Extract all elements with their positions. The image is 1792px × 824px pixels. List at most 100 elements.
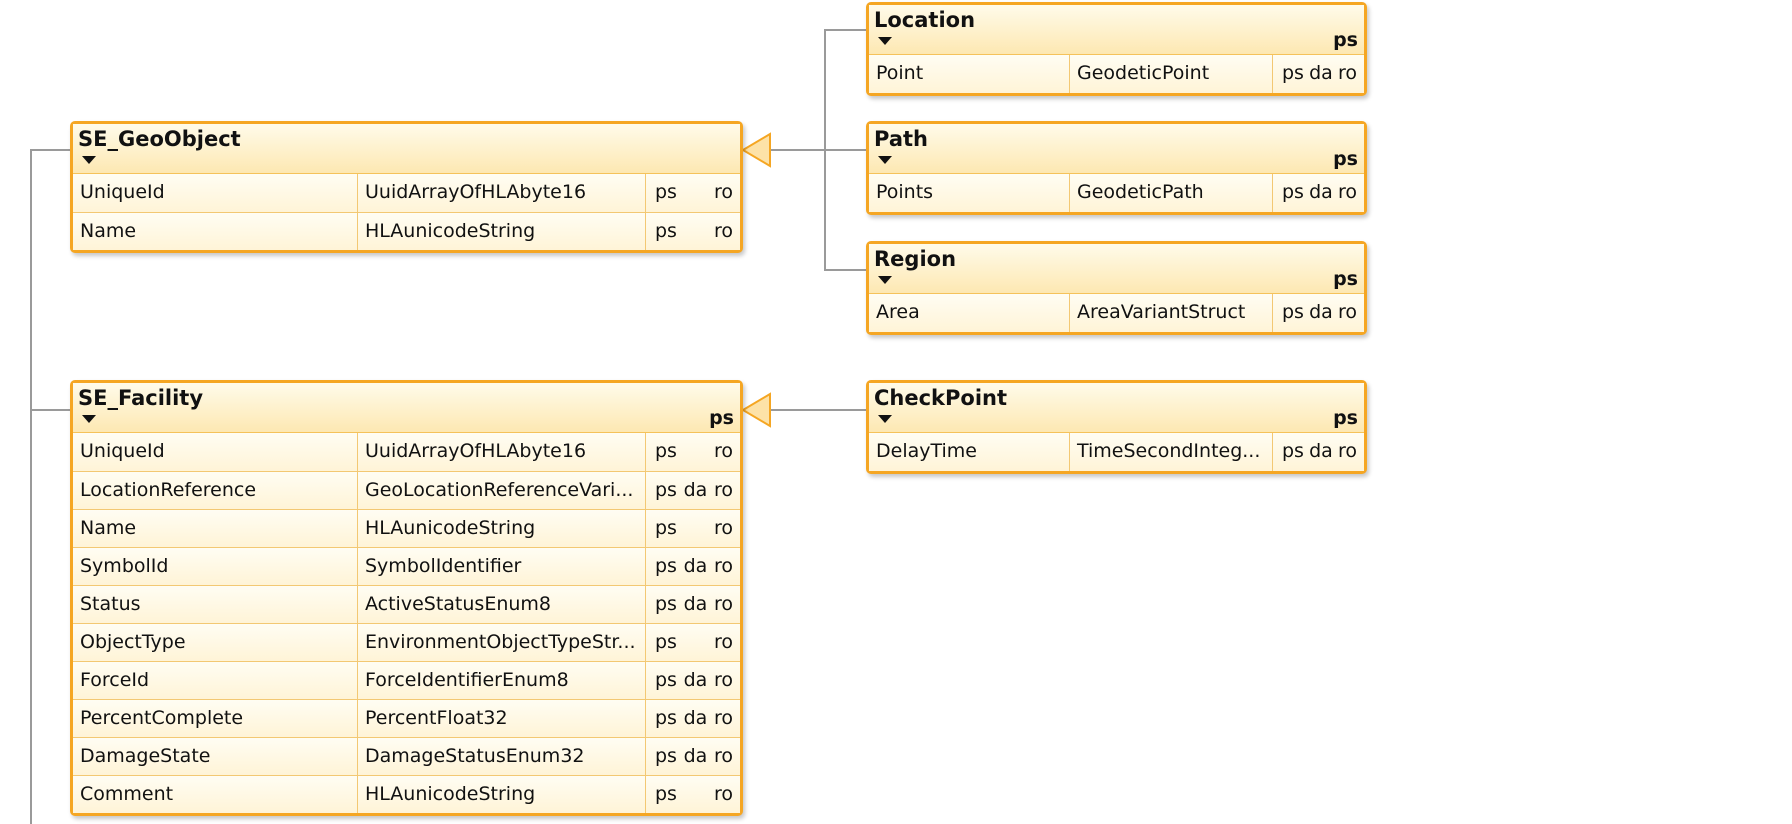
attribute-type: HLAunicodeString bbox=[357, 213, 645, 250]
attribute-properties: ps ro bbox=[645, 510, 740, 547]
prop-ownership: ro bbox=[713, 707, 733, 729]
collapse-toggle-icon[interactable] bbox=[82, 156, 96, 164]
collapse-toggle-icon[interactable] bbox=[878, 415, 892, 423]
attribute-name: SymbolId bbox=[80, 555, 169, 577]
attribute-row[interactable]: Area AreaVariantStruct ps da ro bbox=[869, 294, 1364, 332]
attribute-name: ObjectType bbox=[80, 631, 186, 653]
attribute-list: Points GeodeticPath ps da ro bbox=[869, 174, 1364, 212]
collapse-toggle-icon[interactable] bbox=[878, 156, 892, 164]
prop-sharing: ps bbox=[655, 631, 677, 653]
class-location[interactable]: Location ps Point GeodeticPoint ps da ro bbox=[866, 2, 1367, 96]
attribute-properties: ps da ro bbox=[1272, 174, 1364, 212]
attribute-row[interactable]: DelayTime TimeSecondInteg... ps da ro bbox=[869, 433, 1364, 471]
attribute-properties: ps ro bbox=[645, 174, 740, 212]
attribute-type: AreaVariantStruct bbox=[1069, 294, 1272, 332]
attribute-name: DelayTime bbox=[876, 440, 977, 462]
prop-sharing: ps bbox=[655, 593, 677, 615]
prop-update: da bbox=[683, 555, 708, 577]
prop-ownership: ro bbox=[713, 181, 733, 203]
attribute-type: EnvironmentObjectTypeStr... bbox=[357, 624, 645, 661]
class-flags: ps bbox=[1333, 29, 1358, 51]
attribute-properties: ps ro bbox=[645, 776, 740, 813]
prop-update: da bbox=[1309, 62, 1333, 84]
class-region[interactable]: Region ps Area AreaVariantStruct ps da r… bbox=[866, 241, 1367, 335]
attribute-name: Name bbox=[80, 517, 137, 539]
attribute-name: UniqueId bbox=[80, 181, 165, 203]
attribute-list: Point GeodeticPoint ps da ro bbox=[869, 55, 1364, 93]
prop-sharing: ps bbox=[655, 220, 677, 242]
inheritance-arrow-facility bbox=[741, 392, 771, 428]
attribute-row[interactable]: Point GeodeticPoint ps da ro bbox=[869, 55, 1364, 93]
class-checkpoint[interactable]: CheckPoint ps DelayTime TimeSecondInteg.… bbox=[866, 380, 1367, 474]
class-header: CheckPoint ps bbox=[869, 383, 1364, 433]
attribute-type: UuidArrayOfHLAbyte16 bbox=[357, 433, 645, 471]
attribute-name: Area bbox=[876, 301, 920, 323]
attribute-row[interactable]: Points GeodeticPath ps da ro bbox=[869, 174, 1364, 212]
attribute-name: Comment bbox=[80, 783, 174, 805]
class-header: SE_Facility ps bbox=[73, 383, 740, 433]
attribute-properties: ps da ro bbox=[1272, 294, 1364, 332]
class-name: Location bbox=[874, 8, 976, 32]
attribute-name: ForceId bbox=[80, 669, 150, 691]
prop-sharing: ps bbox=[655, 669, 677, 691]
attribute-type: GeodeticPoint bbox=[1069, 55, 1272, 93]
inheritance-arrow-geoobject bbox=[741, 132, 771, 168]
prop-update: da bbox=[683, 669, 708, 691]
class-flags: ps bbox=[1333, 268, 1358, 290]
prop-ownership: ro bbox=[1337, 181, 1357, 203]
collapse-toggle-icon[interactable] bbox=[82, 415, 96, 423]
collapse-toggle-icon[interactable] bbox=[878, 37, 892, 45]
prop-update: da bbox=[683, 745, 708, 767]
attribute-row[interactable]: Comment HLAunicodeString ps ro bbox=[73, 775, 740, 813]
attribute-list: Area AreaVariantStruct ps da ro bbox=[869, 294, 1364, 332]
attribute-type: ForceIdentifierEnum8 bbox=[357, 662, 645, 699]
prop-sharing: ps bbox=[655, 783, 677, 805]
prop-ownership: ro bbox=[713, 555, 733, 577]
prop-sharing: ps bbox=[655, 181, 677, 203]
class-se-geoobject[interactable]: SE_GeoObject UniqueId UuidArrayOfHLAbyte… bbox=[70, 121, 743, 253]
prop-sharing: ps bbox=[655, 517, 677, 539]
class-header: Path ps bbox=[869, 124, 1364, 174]
prop-sharing: ps bbox=[1282, 181, 1304, 203]
prop-sharing: ps bbox=[1282, 301, 1304, 323]
class-name: SE_Facility bbox=[78, 386, 204, 410]
attribute-name: DamageState bbox=[80, 745, 211, 767]
attribute-type: ActiveStatusEnum8 bbox=[357, 586, 645, 623]
prop-ownership: ro bbox=[713, 669, 733, 691]
prop-ownership: ro bbox=[713, 517, 733, 539]
attribute-row[interactable]: Name HLAunicodeString ps ro bbox=[73, 212, 740, 250]
attribute-name: Points bbox=[876, 181, 934, 203]
class-path[interactable]: Path ps Points GeodeticPath ps da ro bbox=[866, 121, 1367, 215]
attribute-list: UniqueId UuidArrayOfHLAbyte16 ps ro Name… bbox=[73, 174, 740, 250]
connector-geoobject-parent bbox=[30, 149, 72, 824]
class-flags: ps bbox=[1333, 148, 1358, 170]
prop-ownership: ro bbox=[1337, 62, 1357, 84]
collapse-toggle-icon[interactable] bbox=[878, 276, 892, 284]
class-name: Path bbox=[874, 127, 928, 151]
class-header: SE_GeoObject bbox=[73, 124, 740, 174]
prop-ownership: ro bbox=[713, 220, 733, 242]
attribute-list: DelayTime TimeSecondInteg... ps da ro bbox=[869, 433, 1364, 471]
attribute-type: HLAunicodeString bbox=[357, 776, 645, 813]
class-header: Location ps bbox=[869, 5, 1364, 55]
class-name: SE_GeoObject bbox=[78, 127, 241, 151]
prop-sharing: ps bbox=[655, 440, 677, 462]
attribute-row[interactable]: UniqueId UuidArrayOfHLAbyte16 ps ro bbox=[73, 174, 740, 212]
prop-ownership: ro bbox=[1337, 440, 1357, 462]
prop-ownership: ro bbox=[713, 783, 733, 805]
